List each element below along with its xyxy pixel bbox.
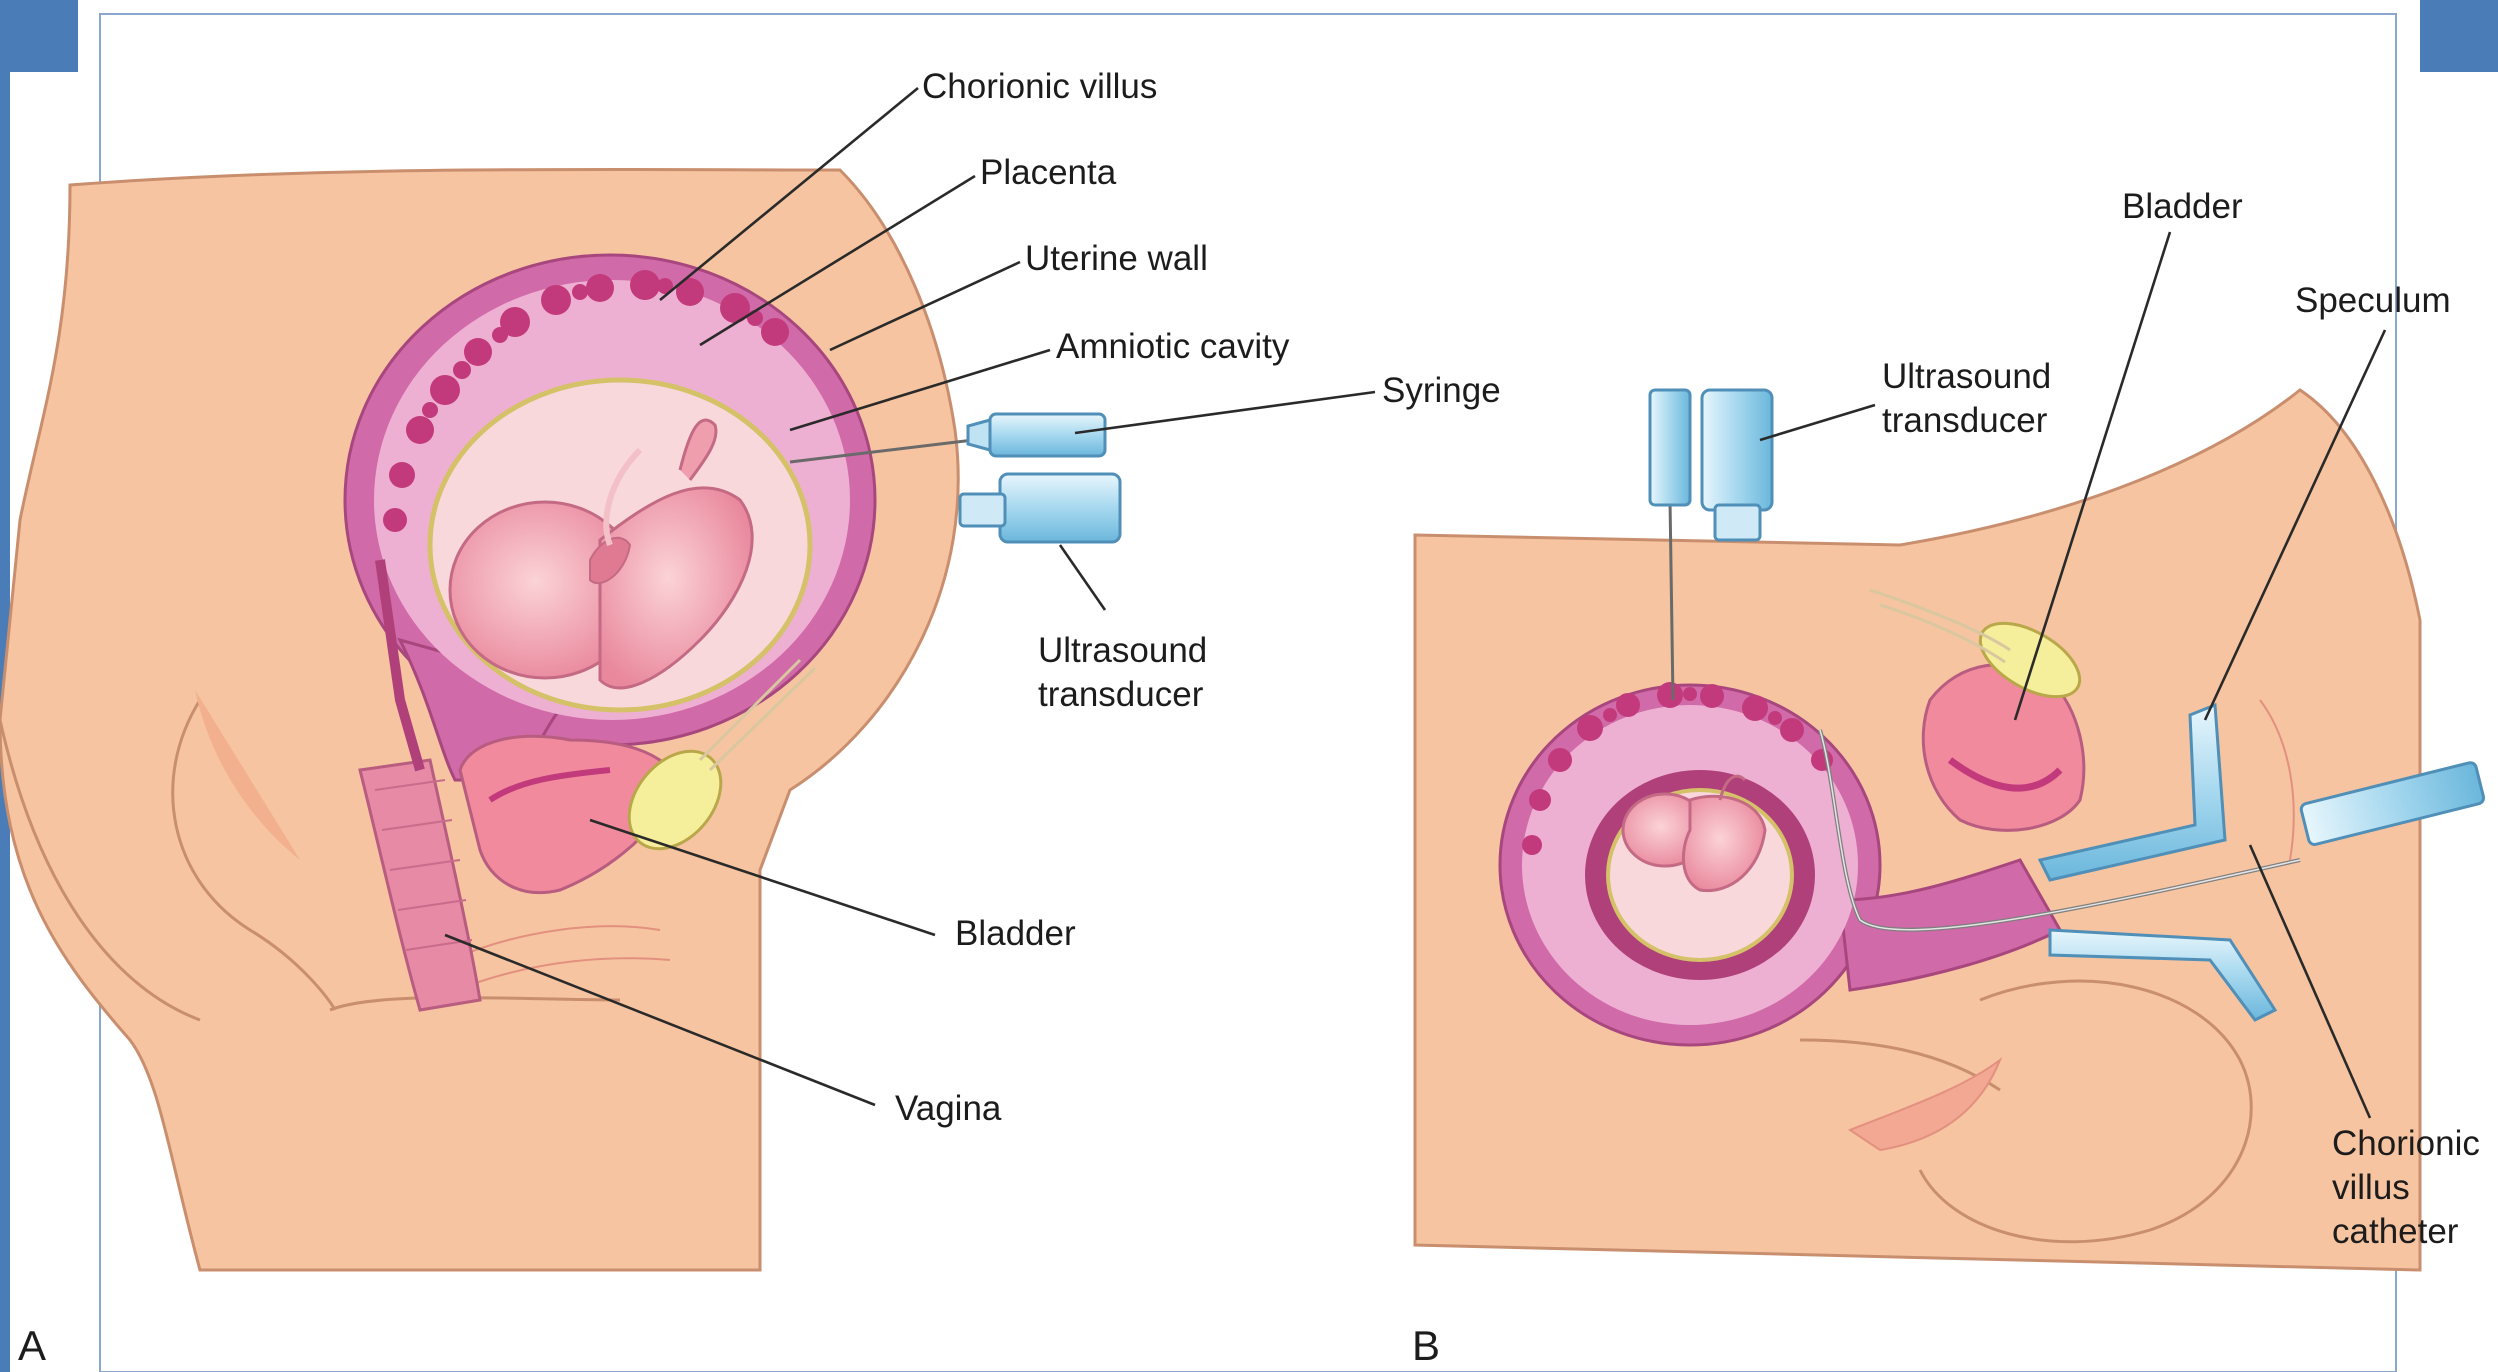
label-syringe: Syringe — [1382, 371, 1501, 410]
label-catheter-line1: Chorionic — [2332, 1124, 2480, 1163]
panel-a-syringe — [789, 412, 1107, 464]
label-catheter-line2: villus — [2332, 1168, 2410, 1207]
panel-b-illustration — [1413, 388, 2486, 1272]
panel-a-illustration — [0, 167, 1122, 1272]
label-b-bladder: Bladder — [2122, 187, 2243, 226]
label-a-bladder: Bladder — [955, 914, 1076, 953]
panel-b-pubic-bone — [1978, 621, 2082, 699]
label-chorionic-villus: Chorionic villus — [922, 67, 1157, 106]
label-vagina: Vagina — [895, 1089, 1002, 1128]
label-speculum: Speculum — [2295, 281, 2451, 320]
panel-b-speculum — [2037, 702, 2278, 1022]
panel-b-ultrasound-transducer — [1700, 388, 1774, 542]
label-uterine-wall: Uterine wall — [1025, 239, 1208, 278]
label-b-ultrasound-line1: Ultrasound — [1882, 357, 2051, 396]
panel-b-catheter — [1818, 729, 2486, 932]
label-catheter-line3: catheter — [2332, 1212, 2459, 1251]
panel-a-ultrasound-transducer — [958, 472, 1122, 544]
panel-a-leader-lines — [444, 86, 1376, 1107]
panel-b-fetus — [1621, 774, 1767, 893]
panel-a-letter: A — [18, 1322, 46, 1369]
panel-b-leader-lines — [1759, 231, 2387, 1119]
label-a-ultrasound-line2: transducer — [1038, 675, 1204, 714]
panel-b-syringe — [1648, 388, 1692, 701]
panel-a-pubic-bone — [627, 749, 723, 851]
panel-b-letter: B — [1412, 1322, 1440, 1369]
label-a-ultrasound-line1: Ultrasound — [1038, 631, 1207, 670]
panel-a-chorionic-villi — [383, 270, 789, 532]
label-amniotic-cavity: Amniotic cavity — [1056, 327, 1290, 366]
panel-a-fetus — [448, 418, 754, 690]
panel-a-vagina — [358, 758, 482, 1012]
label-placenta: Placenta — [980, 153, 1117, 192]
label-b-ultrasound-line2: transducer — [1882, 401, 2048, 440]
